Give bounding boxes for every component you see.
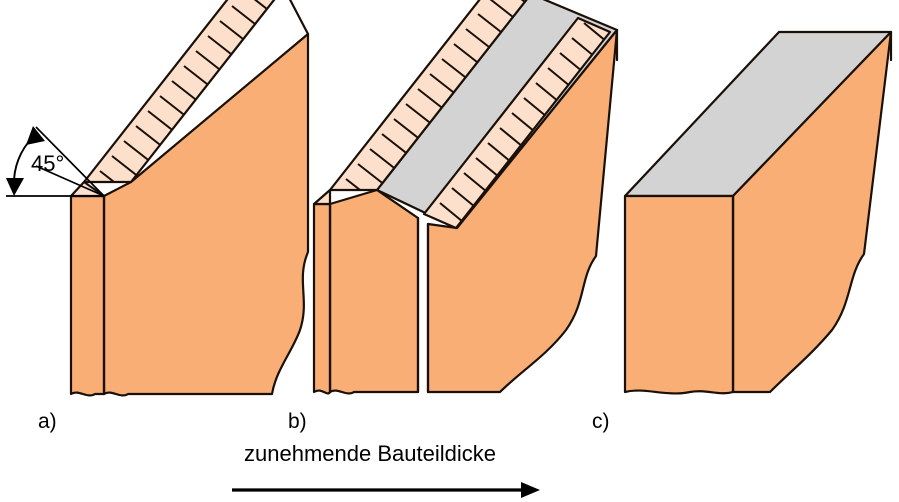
angle-bevel-extension (35, 126, 105, 197)
panel-a-front-face (102, 32, 310, 397)
angle-arrow-head-upper (26, 126, 45, 145)
panel-c-side-face (623, 194, 735, 395)
bevel-angle-label: 45° (31, 151, 65, 176)
panel-c-front-face (731, 30, 893, 394)
panel-c-label: c) (592, 410, 610, 433)
panel-a-geometry (69, 0, 310, 397)
angle-annotation-geometry (6, 126, 105, 197)
panel-b-bevel-band-right (422, 16, 612, 230)
panel-a-top-right-edge (288, 0, 310, 36)
caption-arrow-head (521, 482, 540, 498)
caption-arrow-geometry (232, 482, 540, 498)
panel-a-side-face (69, 194, 106, 397)
panel-a-label: a) (38, 410, 57, 433)
angle-arrow-head-lower (6, 178, 24, 196)
panel-b-geometry (312, 0, 619, 395)
angle-bevel-reference (35, 165, 105, 197)
panel-b-right-front-face (426, 28, 619, 394)
panel-b-left-front-face (328, 188, 420, 395)
figure-caption: zunehmende Bauteildicke (244, 441, 496, 466)
panel-c-geometry (623, 30, 893, 395)
panel-b-left-side-bevel (312, 188, 332, 206)
panel-b-label: b) (288, 410, 307, 433)
panel-b-left-side-face (312, 202, 332, 395)
